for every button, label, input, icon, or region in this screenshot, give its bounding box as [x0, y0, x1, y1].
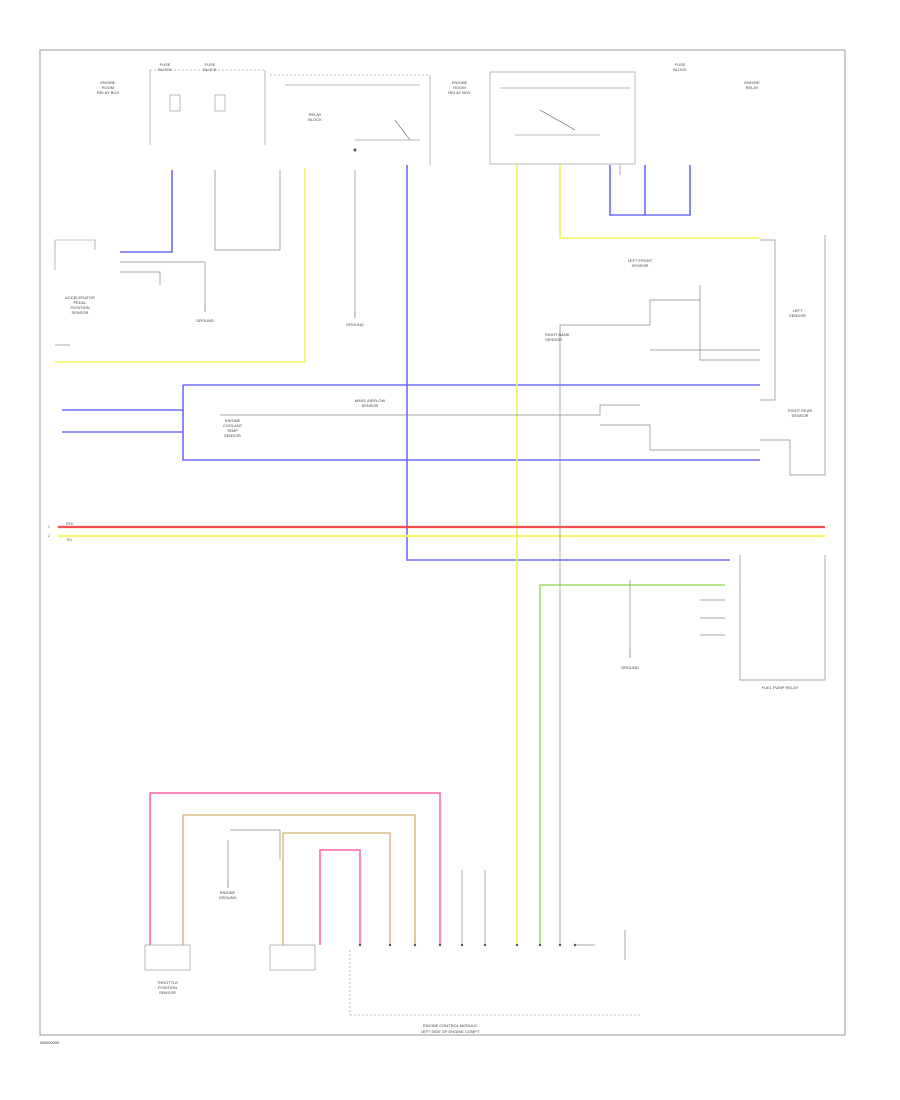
label-fuse-left-2: FUSE BLOCK [203, 62, 217, 72]
rail-pin-1: 1 [48, 525, 50, 529]
bottom-wires [149, 792, 441, 945]
blue-wires [62, 165, 760, 561]
label-ground-left: GROUND [196, 318, 214, 323]
green-wires [539, 584, 725, 945]
label-engine-relay-box-left: ENGINE ROOM RELAY BOX [96, 80, 120, 95]
page-code: W0000000 [40, 1040, 60, 1045]
ground-symbols [204, 305, 631, 888]
rail-label-red: RED [66, 522, 74, 526]
throttle-sensor-box [144, 944, 191, 971]
label-mass-airflow: MASS AIRFLOW SENSOR [354, 398, 386, 408]
label-engine-ground: ENGINE GROUND [218, 890, 237, 900]
power-rails [58, 525, 825, 538]
label-left-sensor: LEFT SENSOR [789, 308, 806, 318]
rail-pin-2: 2 [48, 534, 50, 538]
left-connectors [54, 239, 96, 270]
map-sensor-box [269, 944, 316, 971]
relay-box-right [489, 71, 636, 165]
bottom-components [144, 944, 640, 1016]
label-ecm-sub: LEFT SIDE OF ENGINE COMPT [420, 1029, 480, 1034]
label-ground-right: GROUND [621, 665, 639, 670]
label-right-rear: RIGHT REAR SENSOR [787, 408, 813, 418]
ecm-pins [358, 943, 577, 947]
label-left-front-sensor: LEFT FRONT SENSOR [627, 258, 653, 268]
rail-label-yellow: YEL [66, 538, 73, 542]
label-engine-room-right: ENGINE ROOM RELAY BOX [448, 80, 471, 95]
label-ecm: ENGINE CONTROL MODULE [422, 1023, 478, 1028]
label-fuse-left-1: FUSE BLOCK [158, 62, 172, 72]
label-right-bank-sensor: RIGHT BANK SENSOR [545, 332, 570, 342]
bottom-gray-wires [227, 829, 626, 960]
label-throttle-sensor: THROTTLE POSITION SENSOR [156, 980, 179, 995]
label-fuse-right: FUSE BLOCK [673, 62, 687, 72]
label-engine-coolant-temp: ENGINE COOLANT TEMP SENSOR [222, 418, 243, 438]
label-accelerator-pedal: ACCELERATOR PEDAL POSITION SENSOR [65, 295, 95, 315]
relay-center [270, 74, 431, 165]
label-engine-relay-box-right: ENGINE RELAY [744, 80, 760, 90]
yellow-wires [55, 165, 760, 945]
label-ground-center: GROUND [346, 322, 364, 327]
label-relay-center: RELAY BLOCK [308, 112, 322, 122]
label-fuel-pump-relay: FUEL PUMP RELAY [761, 685, 799, 690]
fuse-box-left [149, 69, 266, 145]
diagram-border [39, 49, 846, 1036]
gray-wires [55, 165, 826, 945]
